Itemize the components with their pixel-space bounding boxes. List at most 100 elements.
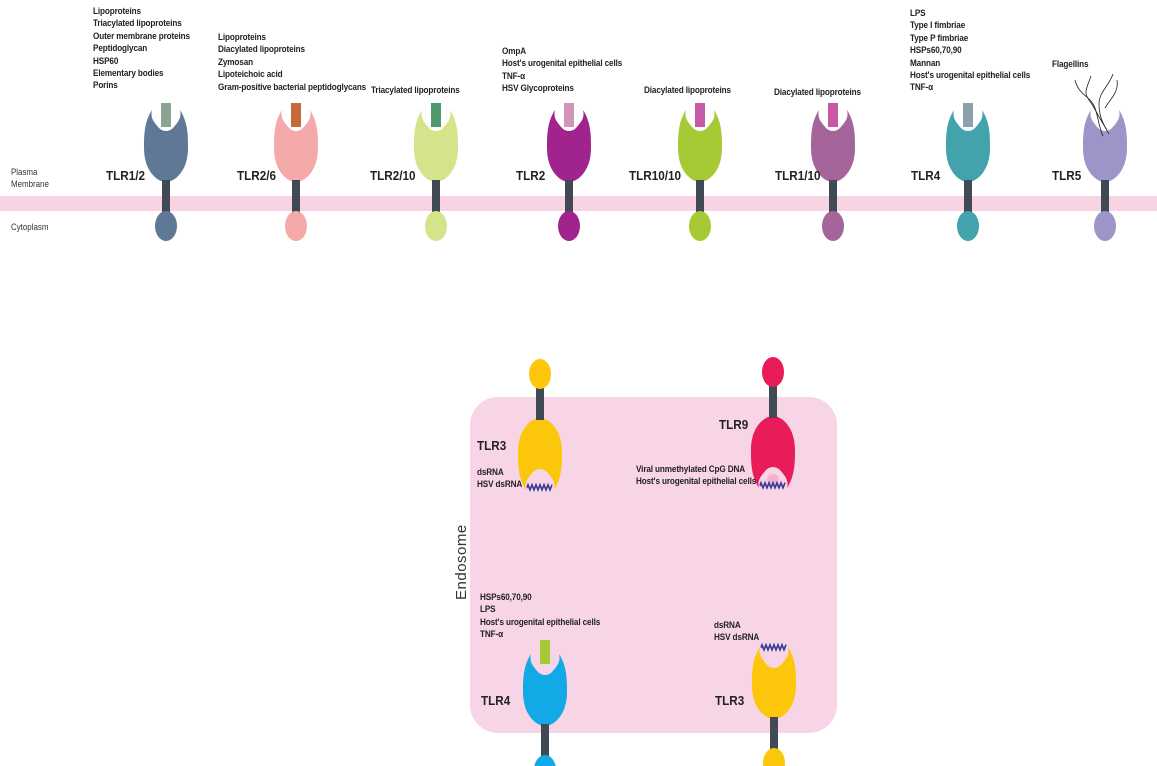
ectodomain (518, 418, 562, 490)
receptor-name-tlr5: TLR5 (1052, 168, 1082, 183)
ligand: TNF-α (910, 82, 933, 94)
ligand-bar-icon (161, 103, 171, 127)
ligand: Peptidoglycan (93, 43, 148, 55)
receptor-tlr4 (946, 103, 990, 241)
ligand-list-tlr5: Flagellins (1052, 59, 1089, 71)
transmembrane-stalk (770, 717, 778, 751)
ligand: Lipoteichoic acid (218, 69, 283, 81)
ligand: HSP60 (93, 55, 119, 67)
ligand: Diacylated lipoproteins (644, 85, 731, 96)
tir-domain (529, 359, 551, 389)
ligand: Flagellins (1052, 59, 1089, 70)
ectodomain (752, 647, 796, 719)
plasma-label-line2: Membrane (11, 179, 49, 189)
ligand: Porins (93, 80, 118, 92)
receptor-name-endo-tlr3-top: TLR3 (477, 438, 507, 453)
ligand: Triacylated lipoproteins (371, 85, 460, 96)
ligand: Type I fimbriae (910, 20, 966, 32)
tir-domain (763, 748, 785, 766)
ligand-list-endo-tlr3-bottom: dsRNA HSV dsRNA (714, 620, 759, 645)
ligand-bar-icon (564, 103, 574, 127)
flagellin-filament (1098, 73, 1114, 135)
plasma-membrane-label: Plasma Membrane (11, 166, 49, 190)
ectodomain (678, 110, 722, 182)
tir-domain (689, 211, 711, 241)
ectodomain (414, 110, 458, 182)
ectodomain (274, 110, 318, 182)
ligand-bar-icon (695, 103, 705, 127)
ligand-list-tlr4: LPS Type I fimbriae Type P fimbriae HSPs… (910, 8, 1030, 95)
ligand: Elementary bodies (93, 68, 164, 80)
ectodomain (144, 110, 188, 182)
ligand: Diacylated lipoproteins (774, 87, 861, 98)
flagellin-filaments-icon (1074, 73, 1118, 137)
ligand-list-tlr2-10: Triacylated lipoproteins (371, 85, 460, 97)
ectodomain (1083, 110, 1127, 182)
receptor-tlr2-10 (414, 103, 458, 241)
flagellin-filament (1104, 79, 1118, 109)
ligand: Outer membrane proteins (93, 30, 190, 42)
ligand-bar-icon (431, 103, 441, 127)
ligand: Mannan (910, 57, 941, 69)
receptor-name-endo-tlr9: TLR9 (719, 417, 749, 432)
flagellin-filament (1085, 75, 1108, 131)
dsrna-helix-icon-strand (526, 484, 553, 493)
ligand-list-tlr1-2: Lipoproteins Triacylated lipoproteins Ou… (93, 6, 190, 93)
cpg-dna-bead-icon (767, 474, 779, 484)
transmembrane-stalk (292, 180, 300, 214)
plasma-membrane-band (0, 196, 1157, 211)
ectodomain (811, 110, 855, 182)
receptor-tlr10-10 (678, 103, 722, 241)
receptor-name-tlr2: TLR2 (516, 168, 546, 183)
ligand-list-tlr2: OmpA Host's urogenital epithelial cells … (502, 46, 622, 96)
tir-domain (285, 211, 307, 241)
receptor-endo-tlr9-top-right (751, 357, 795, 491)
ligand: HSPs60,70,90 (480, 592, 532, 603)
ligand: Lipoproteins (218, 32, 266, 43)
ligand: Diacylated lipoproteins (218, 44, 305, 56)
receptor-endo-tlr4-bottom-left (523, 640, 567, 766)
ligand: Type P fimbriae (910, 32, 969, 44)
ligand-bar-icon (828, 103, 838, 127)
transmembrane-stalk (769, 384, 777, 418)
tir-domain (534, 755, 556, 766)
tir-domain (155, 211, 177, 241)
ligand: TNF-α (480, 629, 503, 641)
receptor-name-tlr2-10: TLR2/10 (370, 168, 416, 183)
receptor-tlr1-10 (811, 103, 855, 241)
receptor-endo-tlr3-bottom-right (752, 642, 796, 766)
ligand: Gram-positive bacterial peptidoglycans (218, 81, 367, 93)
ligand: HSPs60,70,90 (910, 45, 962, 57)
receptor-name-tlr10-10: TLR10/10 (629, 168, 682, 183)
receptor-name-endo-tlr3-bottom: TLR3 (715, 693, 745, 708)
ligand: LPS (910, 8, 926, 19)
ligand: Triacylated lipoproteins (93, 18, 182, 30)
transmembrane-stalk (1101, 180, 1109, 214)
transmembrane-stalk (829, 180, 837, 214)
ligand: dsRNA (714, 620, 741, 631)
receptor-name-tlr1-2: TLR1/2 (106, 168, 146, 183)
flagellin-filament (1074, 79, 1104, 137)
ectodomain (547, 110, 591, 182)
ligand: LPS (480, 604, 496, 616)
receptor-name-tlr4: TLR4 (911, 168, 941, 183)
cpg-dna-helix-icon-strand (759, 482, 786, 491)
receptor-endo-tlr3-top-left (518, 359, 562, 493)
transmembrane-stalk (536, 386, 544, 420)
ligand: dsRNA (477, 467, 504, 478)
receptor-tlr2 (547, 103, 591, 241)
ligand-list-endo-tlr4: HSPs60,70,90 LPS Host's urogenital epith… (480, 592, 600, 642)
transmembrane-stalk (432, 180, 440, 214)
ligand: Host's urogenital epithelial cells (480, 616, 601, 628)
transmembrane-stalk (565, 180, 573, 214)
ligand-list-tlr2-6: Lipoproteins Diacylated lipoproteins Zym… (218, 32, 366, 94)
ligand: HSV dsRNA (714, 632, 760, 644)
receptor-tlr5 (1074, 73, 1127, 241)
ligand: Host's urogenital epithelial cells (636, 476, 757, 488)
ligand-list-tlr1-10: Diacylated lipoproteins (774, 87, 861, 99)
receptor-name-endo-tlr4: TLR4 (481, 693, 511, 708)
receptor-name-tlr2-6: TLR2/6 (237, 168, 277, 183)
ligand-bar-icon (963, 103, 973, 127)
transmembrane-stalk (696, 180, 704, 214)
